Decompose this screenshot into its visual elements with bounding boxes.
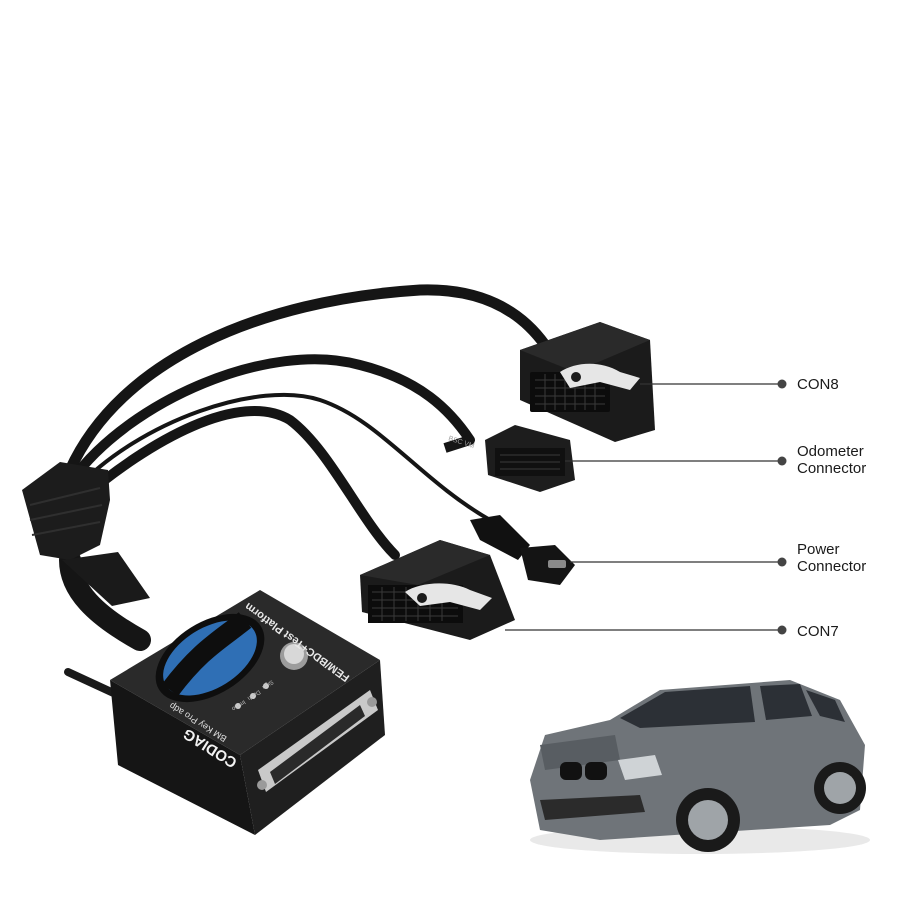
cable-main-trunk (59, 549, 151, 651)
con7-latch (405, 583, 492, 610)
con8-latch (560, 363, 640, 390)
led-sign (263, 683, 269, 689)
power-connector (470, 515, 575, 585)
label-power-line2: Connector (797, 558, 867, 575)
cable-harness (59, 284, 551, 651)
led-label-sign: Sign (261, 678, 274, 689)
con8-connector (520, 322, 655, 442)
label-odometer-connector: Odometer Connector (797, 443, 866, 477)
label-con8: CON8 (797, 376, 839, 393)
led-dash (250, 693, 256, 699)
label-power-connector: Power Connector (797, 541, 866, 575)
callout-dot-icon (777, 456, 787, 466)
label-con8-line1: CON8 (797, 376, 839, 393)
cable-con7 (75, 406, 400, 560)
suv-car-image (530, 680, 870, 854)
cable-splitter-boot (22, 462, 150, 606)
db25-port-icon (257, 690, 378, 792)
label-odometer-line2: Connector (797, 460, 867, 477)
callout-dot-icon (777, 379, 787, 389)
con7-connector (360, 540, 515, 640)
label-odometer-line1: Odometer (797, 443, 864, 460)
adapter-box: FEM/BDC+Test Platform CODIAG BM Key Pro … (64, 590, 385, 835)
callout-dot-icon (777, 625, 787, 635)
odometer-connector (443, 425, 575, 492)
cable-power (73, 392, 492, 522)
label-con7-line1: CON7 (797, 623, 839, 640)
cable-con8 (64, 284, 551, 476)
bmw-kidney-grille-icon (560, 762, 607, 780)
led-immo (235, 703, 241, 709)
label-con7: CON7 (797, 623, 839, 640)
cable-odometer (67, 354, 475, 485)
label-power-line1: Power (797, 541, 840, 558)
callouts (505, 383, 780, 631)
power-button-icon (280, 642, 308, 670)
codiag-logo-oval (155, 612, 265, 703)
callout-dot-icon (777, 557, 787, 567)
